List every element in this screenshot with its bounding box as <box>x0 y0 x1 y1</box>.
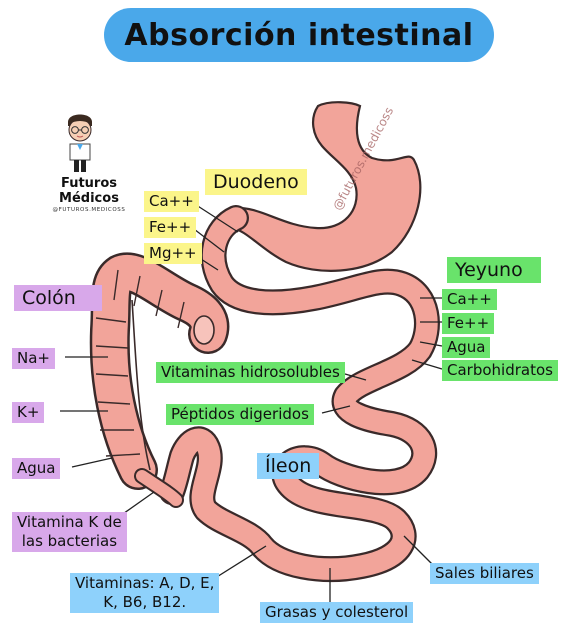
stomach <box>230 101 422 272</box>
colon-item: K+ <box>12 402 45 423</box>
doctor-icon <box>68 114 92 172</box>
yeyuno-item: Ca++ <box>442 289 497 310</box>
vitamina-k-line2: las bacterias <box>21 532 118 550</box>
vitaminas-line2: K, B6, B12. <box>103 593 187 611</box>
colon <box>89 252 230 508</box>
section-yeyuno: Yeyuno <box>447 257 541 283</box>
label-vitamina-k: Vitamina K de las bacterias <box>12 512 127 552</box>
small-intestine-fill <box>161 207 438 580</box>
brand-name-line1: Futuros <box>60 176 118 191</box>
section-duodeno: Duodeno <box>205 169 307 195</box>
mascot-avatar <box>64 110 96 174</box>
duodeno-item: Mg++ <box>144 243 202 264</box>
yeyuno-item: Fe++ <box>442 313 495 334</box>
section-ileon: Íleon <box>257 453 320 479</box>
label-vitaminas-liposolubles: Vitaminas: A, D, E, K, B6, B12. <box>70 573 220 613</box>
label-peptidos-digeridos: Péptidos digeridos <box>166 404 314 425</box>
brand-handle: @FUTUROS.MEDICOSS <box>52 207 126 213</box>
title-banner: Absorción intestinal <box>104 8 494 62</box>
brand-name-line2: Médicos <box>59 191 119 206</box>
yeyuno-item: Agua <box>442 337 491 358</box>
vitaminas-line1: Vitaminas: A, D, E, <box>75 574 215 592</box>
yeyuno-item: Carbohidratos <box>442 360 558 381</box>
colon-item: Agua <box>12 458 61 479</box>
colon-item: Na+ <box>12 348 55 369</box>
page-title: Absorción intestinal <box>124 17 474 53</box>
vitamina-k-line1: Vitamina K de <box>17 513 122 531</box>
label-vitaminas-hidrosolubles: Vitaminas hidrosolubles <box>156 362 345 383</box>
duodeno-item: Ca++ <box>144 191 199 212</box>
label-sales-biliares: Sales biliares <box>430 563 539 584</box>
brand-block: Futuros Médicos @FUTUROS.MEDICOSS <box>44 176 134 213</box>
duodeno-item: Fe++ <box>144 217 197 238</box>
section-colon: Colón <box>14 285 102 311</box>
label-grasas-colesterol: Grasas y colesterol <box>260 602 414 623</box>
